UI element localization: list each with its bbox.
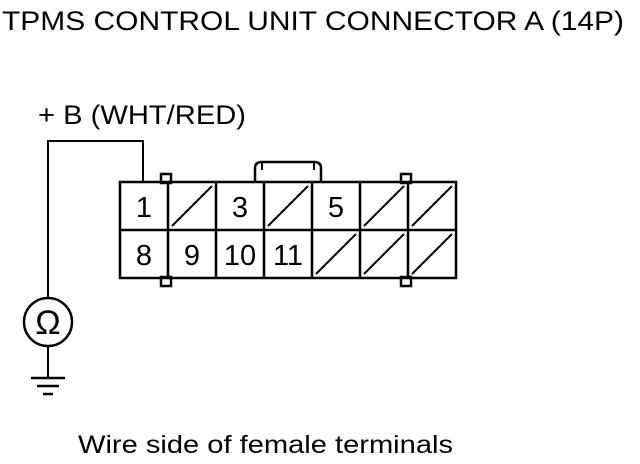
diagram-caption: Wire side of female terminals <box>78 431 453 459</box>
pin-label-11: 11 <box>273 240 303 272</box>
unused-cavity <box>363 185 405 227</box>
unused-cavity <box>315 233 357 275</box>
ground-icon <box>31 376 65 396</box>
diagram-title: TPMS CONTROL UNIT CONNECTOR A (14P) <box>2 6 624 36</box>
unused-cavity <box>267 185 309 227</box>
ohmmeter-icon: Ω <box>22 296 74 348</box>
pin-label-5: 5 <box>328 192 344 224</box>
wire-label: + B (WHT/RED) <box>38 100 246 130</box>
connector-latch <box>253 160 323 182</box>
unused-cavity <box>171 185 213 227</box>
connector-body <box>118 180 458 280</box>
pin-label-3: 3 <box>232 192 248 224</box>
unused-cavities <box>171 185 453 275</box>
unused-cavity <box>411 233 453 275</box>
pin-label-8: 8 <box>136 240 152 272</box>
unused-cavity <box>411 185 453 227</box>
pin-label-1: 1 <box>136 192 152 224</box>
pin-label-10: 10 <box>224 240 256 272</box>
unused-cavity <box>363 233 405 275</box>
probe-wire <box>47 140 144 298</box>
pin-label-9: 9 <box>184 240 200 272</box>
ohm-symbol: Ω <box>35 304 60 342</box>
